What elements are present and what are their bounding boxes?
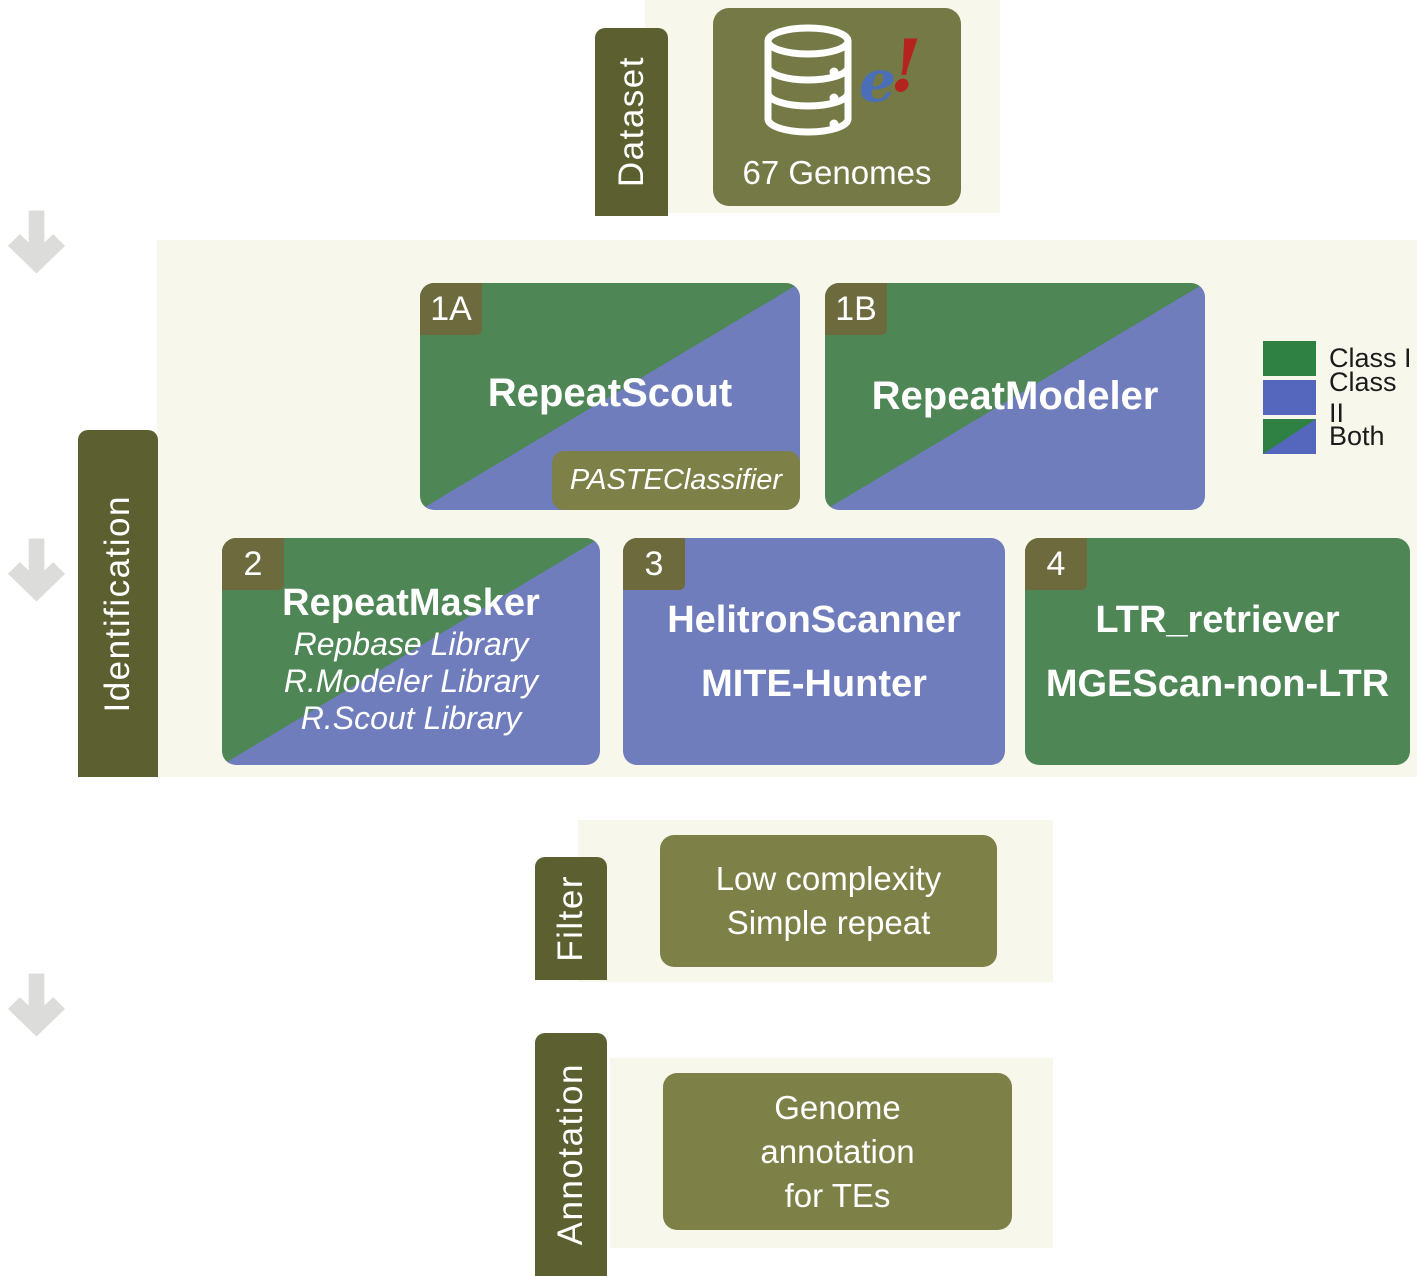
annotation-section-label-text: Annotation xyxy=(551,1063,590,1246)
down-arrow-icon xyxy=(8,538,65,602)
dataset-section-label: Dataset xyxy=(595,28,668,216)
tool-name-mite-hunter: MITE-Hunter xyxy=(701,662,927,705)
tool-name-repeatmodeler: RepeatModeler xyxy=(871,374,1159,418)
tool-box-repeatmodeler: 1B RepeatModeler xyxy=(825,283,1205,510)
tool-box-repeatmasker: 2 RepeatMasker Repbase Library R.Modeler… xyxy=(222,538,600,765)
annotation-line-genome: Genome xyxy=(774,1088,901,1126)
tool-name-repeatscout: RepeatScout xyxy=(487,371,733,415)
tool-name-helitronscanner: HelitronScanner xyxy=(667,598,961,641)
step-badge-3: 3 xyxy=(623,538,685,590)
database-icon xyxy=(764,24,852,136)
legend-label-class1: Class I xyxy=(1329,343,1412,373)
library-rmodeler: R.Modeler Library xyxy=(283,663,539,699)
step-badge-4: 4 xyxy=(1025,538,1087,590)
annotation-line-annotation: annotation xyxy=(760,1132,915,1170)
legend-swatch-class2 xyxy=(1263,380,1316,415)
tool-box-repeatscout: 1A RepeatScout PASTEClassifier xyxy=(420,283,800,510)
filter-box: Low complexity Simple repeat xyxy=(660,835,997,967)
legend-label-both: Both xyxy=(1329,421,1385,451)
filter-line-simple-repeat: Simple repeat xyxy=(726,904,931,941)
library-repbase: Repbase Library xyxy=(293,626,529,662)
filter-line-low-complexity: Low complexity xyxy=(715,860,942,897)
dataset-box: e ! 67 Genomes xyxy=(713,8,961,206)
ensembl-logo-e: e xyxy=(859,47,896,115)
legend-label-class2: Class II xyxy=(1329,366,1397,428)
down-arrow-icon xyxy=(8,973,65,1037)
tool-name-mgescan-non-ltr: MGEScan-non-LTR xyxy=(1045,662,1390,705)
annotation-box: Genome annotation for TEs xyxy=(663,1073,1012,1230)
genomes-count: 67 Genomes xyxy=(742,154,932,191)
identification-section-label: Identification xyxy=(78,430,158,777)
ensembl-logo-exclamation: ! xyxy=(889,23,922,108)
legend-swatch-both xyxy=(1263,419,1316,454)
identification-section-label-text: Identification xyxy=(98,494,137,713)
tool-name-ltr-retriever: LTR_retriever xyxy=(1095,598,1340,641)
legend-item-both: Both xyxy=(1263,419,1417,454)
annotation-line-for-tes: for TEs xyxy=(784,1176,891,1214)
legend-item-class1: Class I xyxy=(1263,341,1417,376)
step-badge-2: 2 xyxy=(222,538,284,590)
down-arrow-icon xyxy=(8,210,65,274)
tool-sub-pasteclassifier: PASTEClassifier xyxy=(552,451,800,510)
legend-swatch-class1 xyxy=(1263,341,1316,376)
annotation-section-label: Annotation xyxy=(535,1033,607,1276)
tool-box-helitronscanner: 3 HelitronScanner MITE-Hunter xyxy=(623,538,1005,765)
library-rscout: R.Scout Library xyxy=(300,700,522,736)
step-badge-1b: 1B xyxy=(825,283,887,335)
dataset-section-label-text: Dataset xyxy=(611,56,651,188)
legend: Class I Class II Both xyxy=(1263,341,1417,454)
tool-name-repeatmasker: RepeatMasker xyxy=(282,582,540,624)
legend-item-class2: Class II xyxy=(1263,367,1417,428)
filter-section-label-text: Filter xyxy=(551,875,590,962)
ensembl-e-logo: e ! xyxy=(859,23,922,115)
tool-box-ltr-retriever: 4 LTR_retriever MGEScan-non-LTR xyxy=(1025,538,1410,765)
filter-section-label: Filter xyxy=(535,857,607,980)
step-badge-1a: 1A xyxy=(420,283,482,335)
